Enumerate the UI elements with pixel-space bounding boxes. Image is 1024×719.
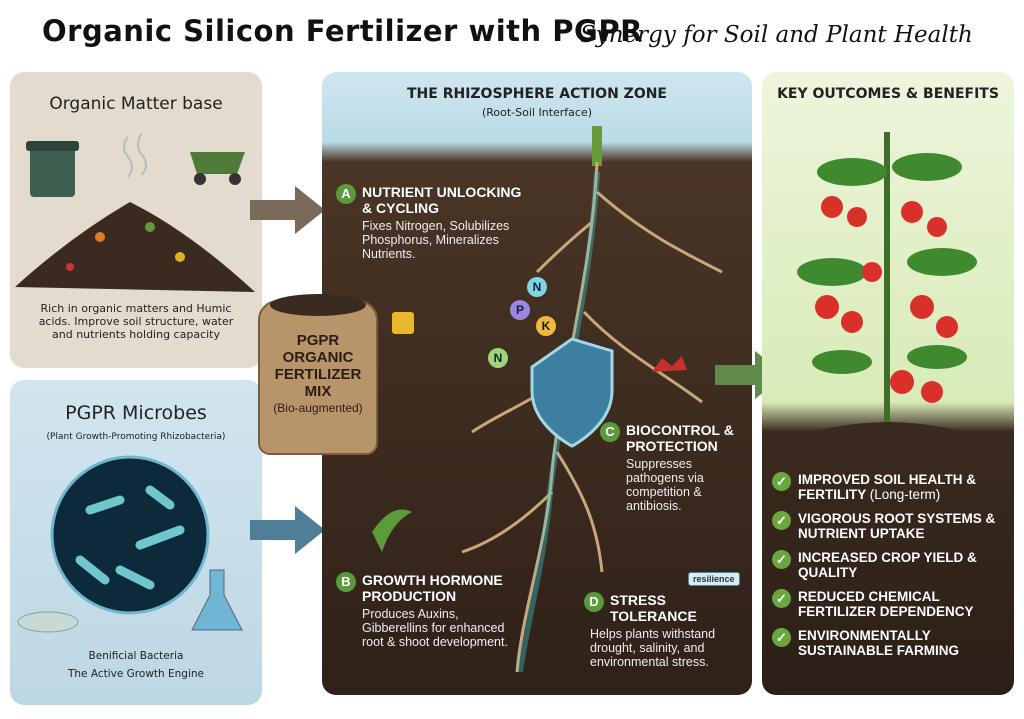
outcomes-title: KEY OUTCOMES & BENEFITS	[777, 86, 999, 102]
pgpr-microbes-panel: PGPR Microbes (Plant Growth-Promoting Rh…	[10, 380, 262, 705]
page-subtitle: Synergy for Soil and Plant Health	[580, 22, 973, 48]
section-c-badge: C	[600, 422, 620, 442]
arrow-organic-to-zone	[250, 186, 325, 234]
outcome-item-5: ✓ENVIRONMENTALLY SUSTAINABLE FARMING	[772, 628, 1008, 658]
zone-title: THE RHIZOSPHERE ACTION ZONE	[407, 86, 667, 102]
check-icon: ✓	[772, 550, 791, 569]
organic-matter-panel: Organic Matter base Rich in organic matt…	[10, 72, 262, 368]
lock-icon	[392, 312, 414, 334]
microbes-subtitle: (Plant Growth-Promoting Rhizobacteria)	[46, 432, 226, 442]
section-b-badge: B	[336, 572, 356, 592]
nutrient-n-icon: N	[527, 277, 547, 297]
compost-pile-illustration	[15, 132, 255, 292]
check-icon: ✓	[772, 589, 791, 608]
sack-line-4: MIX	[304, 383, 332, 400]
nutrient-p-icon: P	[510, 300, 530, 320]
section-c-body: Suppresses pathogens via competition & a…	[626, 457, 704, 513]
arrow-microbes-to-zone	[250, 506, 325, 554]
root-system-illustration	[372, 126, 723, 673]
sack-note: (Bio-augmented)	[273, 401, 363, 415]
nutrient-n2-icon: N	[488, 348, 508, 368]
resilience-badge: resilience	[688, 572, 740, 586]
outcomes-list: ✓IMPROVED SOIL HEALTH & FERTILITY (Long-…	[772, 472, 1008, 658]
outcomes-panel: KEY OUTCOMES & BENEFITS ✓IMPROVED SOIL H…	[762, 72, 1014, 695]
sack-line-2: ORGANIC	[282, 349, 354, 366]
microbes-caption-1: Benificial Bacteria	[88, 650, 184, 662]
microbes-caption-2: The Active Growth Engine	[67, 668, 204, 680]
check-icon: ✓	[772, 511, 791, 530]
sack-soil-top	[270, 294, 366, 316]
section-b-body: Produces Auxins, Gibberellins for enhanc…	[362, 607, 508, 649]
zone-subtitle: (Root-Soil Interface)	[481, 106, 593, 119]
rhizosphere-zone-panel: THE RHIZOSPHERE ACTION ZONE (Root-Soil I…	[322, 72, 752, 695]
section-a-body: Fixes Nitrogen, Solubilizes Phosphorus, …	[362, 219, 510, 261]
check-icon: ✓	[772, 628, 791, 647]
section-a-badge: A	[336, 184, 356, 204]
bacteria-petri-illustration	[17, 455, 243, 633]
fertilizer-sack: PGPR ORGANIC FERTILIZER MIX (Bio-augment…	[258, 294, 378, 455]
outcome-item-1: ✓IMPROVED SOIL HEALTH & FERTILITY (Long-…	[772, 472, 1008, 502]
organic-title: Organic Matter base	[49, 94, 223, 114]
check-icon: ✓	[772, 472, 791, 491]
nutrient-k-icon: K	[536, 316, 556, 336]
outcome-item-4: ✓REDUCED CHEMICAL FERTILIZER DEPENDENCY	[772, 589, 1008, 619]
sack-line-3: FERTILIZER	[274, 366, 362, 383]
section-d-body: Helps plants withstand drought, salinity…	[590, 627, 716, 669]
page-title: Organic Silicon Fertilizer with PGPR	[42, 14, 643, 48]
microbes-title: PGPR Microbes	[65, 402, 207, 424]
section-d-badge: D	[584, 592, 604, 612]
tomato-plant-illustration	[782, 132, 994, 442]
organic-description: Rich in organic matters and Humic acids.…	[38, 302, 234, 341]
sack-line-1: PGPR	[296, 332, 340, 349]
outcome-item-2: ✓VIGOROUS ROOT SYSTEMS & NUTRIENT UPTAKE	[772, 511, 1008, 541]
outcome-item-3: ✓INCREASED CROP YIELD & QUALITY	[772, 550, 1008, 580]
